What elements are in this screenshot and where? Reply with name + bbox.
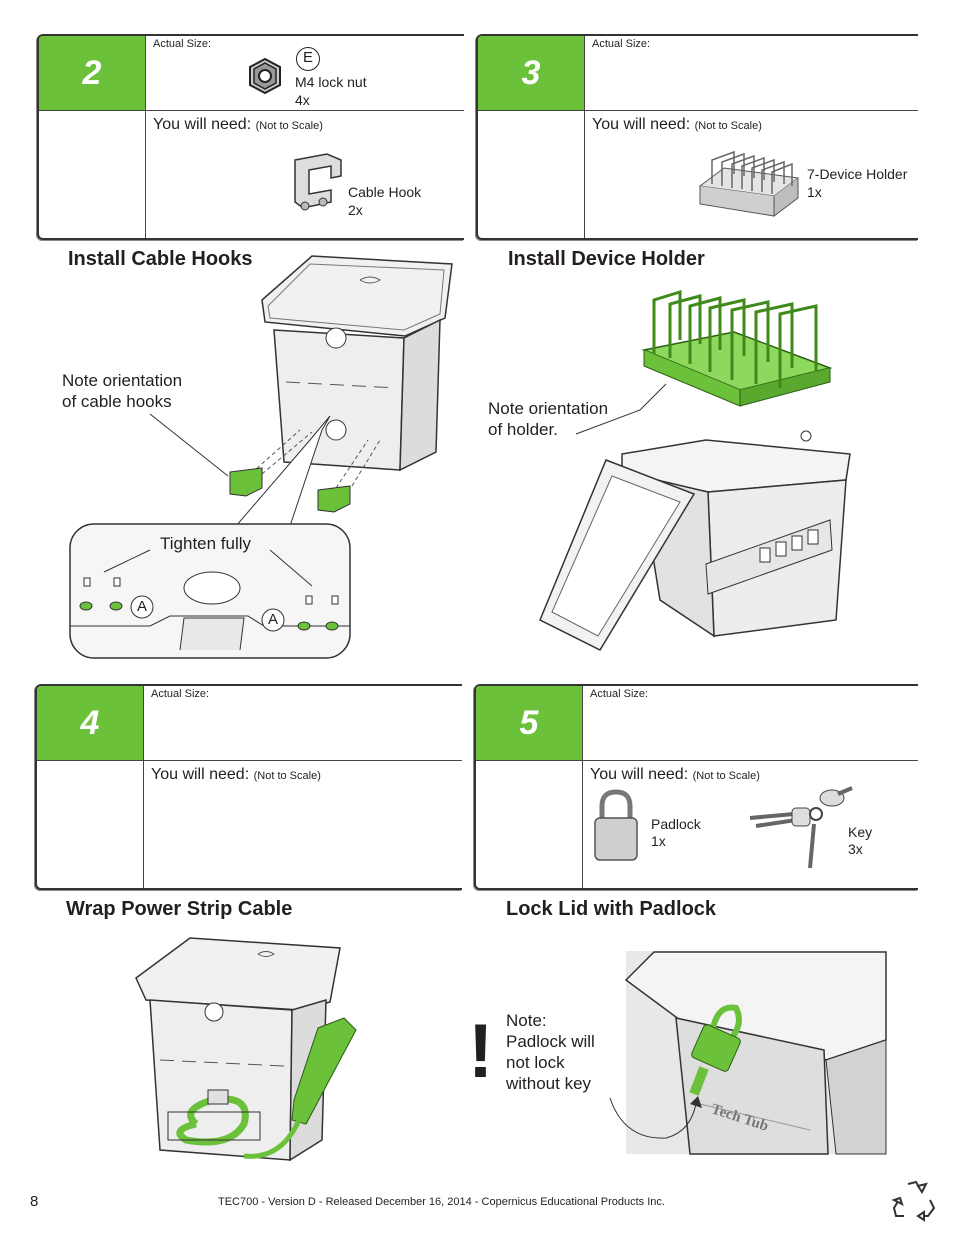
you-will-need-label: You will need: (Not to Scale) [590,766,760,783]
divider [39,110,464,111]
actual-size-label: Actual Size: [590,688,649,700]
item-qty: 2x [348,202,363,218]
step-2-heading: Install Cable Hooks [68,248,253,270]
divider [145,36,146,238]
step-3-heading: Install Device Holder [508,248,705,270]
holder-note: Note orientation of holder. [488,399,609,439]
actual-size-label: Actual Size: [153,38,212,50]
page-number: 8 [30,1193,39,1210]
item-name: 7-Device Holder [807,166,908,182]
you-will-need-label: You will need: (Not to Scale) [153,116,323,133]
step-number: 2 [39,36,145,110]
key-icon [749,786,853,869]
step-5-panel: 5 Actual Size: You will need: (Not to Sc… [474,684,918,890]
marker-a-right: A [268,611,279,628]
exclamation-mark: ! [468,1009,494,1094]
key-qty: 3x [848,841,863,857]
cable-hook-icon [294,153,342,211]
step-2-panel: 2 Actual Size: E M4 lock nut 4x You will… [37,34,464,240]
cable-hook-note: Note orientation of cable hooks [62,371,183,411]
divider [584,36,585,238]
actual-size-label: Actual Size: [151,688,210,700]
step-4-panel: 4 Actual Size: You will need: (Not to Sc… [35,684,462,890]
step-4-heading: Wrap Power Strip Cable [66,898,293,920]
divider [478,110,918,111]
step-number: 5 [476,686,582,760]
divider [143,686,144,888]
step-number: 4 [37,686,143,760]
padlock-note: Note: Padlock will not lock without key [506,1011,595,1093]
divider [476,760,918,761]
divider [37,760,462,761]
padlock-name: Padlock [651,816,701,832]
part-letter: E [303,49,314,66]
divider [582,686,583,888]
tighten-fully-label: Tighten fully [160,534,252,553]
footer-text: TEC700 - Version D - Released December 1… [218,1196,665,1208]
actual-size-label: Actual Size: [592,38,651,50]
key-name: Key [848,824,873,840]
marker-a-left: A [137,598,148,615]
lock-nut-icon [249,57,281,95]
step-number: 3 [478,36,584,110]
you-will-need-label: You will need: (Not to Scale) [592,116,762,133]
item-qty: 1x [807,184,822,200]
part-name: M4 lock nut [295,74,367,90]
item-name: Cable Hook [348,184,422,200]
recycle-icon [891,1180,936,1222]
part-letter-circle [296,47,320,71]
step-5-heading: Lock Lid with Padlock [506,898,717,920]
part-qty: 4x [295,92,310,108]
padlock-qty: 1x [651,833,666,849]
you-will-need-label: You will need: (Not to Scale) [151,766,321,783]
padlock-icon [594,789,638,861]
device-holder-icon [698,150,800,217]
step-3-panel: 3 Actual Size: You will need: (Not to Sc… [476,34,918,240]
